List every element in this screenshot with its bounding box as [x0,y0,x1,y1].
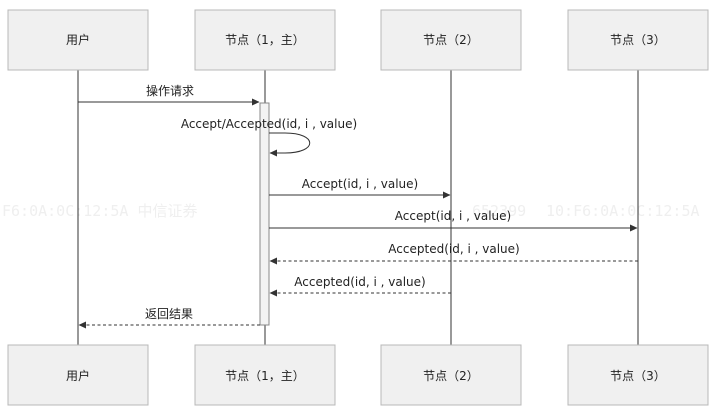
participant-node2-bottom: 节点（2） [380,344,522,406]
participant-user-bottom: 用户 [7,344,149,406]
participant-label: 节点（1，主） [225,369,305,383]
participant-label: 用户 [66,32,90,47]
participant-node1-bottom: 节点（1，主） [194,344,336,406]
participant-node1-top: 节点（1，主） [194,9,336,71]
message-accepted-from-node2: Accepted(id, i , value) [269,275,451,297]
activation-bar-node1 [259,102,270,326]
message-operation-request: 操作请求 [78,83,260,106]
participant-label: 节点（3） [610,369,666,383]
message-label: 返回结果 [145,307,193,321]
message-label: 操作请求 [146,83,194,98]
participant-node2-top: 节点（2） [380,9,522,71]
message-label: Accept(id, i , value) [395,209,511,223]
message-label: Accepted(id, i , value) [388,242,519,256]
watermark-right: 10:F6:0A:0C:12:5A [546,202,700,220]
watermark-left: F6:0A:0C:12:5A 中信证券 [2,202,197,220]
participant-label: 节点（1，主） [225,33,305,47]
message-label: Accepted(id, i , value) [294,275,425,289]
participant-label: 节点（3） [610,33,666,47]
message-accept-node2: Accept(id, i , value) [269,177,451,199]
message-label: Accept(id, i , value) [302,177,418,191]
participant-label: 用户 [66,368,90,383]
message-return-result: 返回结果 [78,307,260,329]
message-accepted-from-node3: Accepted(id, i , value) [269,242,638,265]
participant-node3-bottom: 节点（3） [567,344,709,406]
participant-label: 节点（2） [423,369,479,383]
watermark-middle: 652399 [472,202,526,220]
participant-label: 节点（2） [423,33,479,47]
participant-node3-top: 节点（3） [567,9,709,71]
message-label: Accept/Accepted(id, i , value) [181,117,357,131]
participant-user-top: 用户 [7,9,149,71]
message-self-accept: Accept/Accepted(id, i , value) [181,117,357,157]
message-accept-node3: Accept(id, i , value) [269,209,638,232]
